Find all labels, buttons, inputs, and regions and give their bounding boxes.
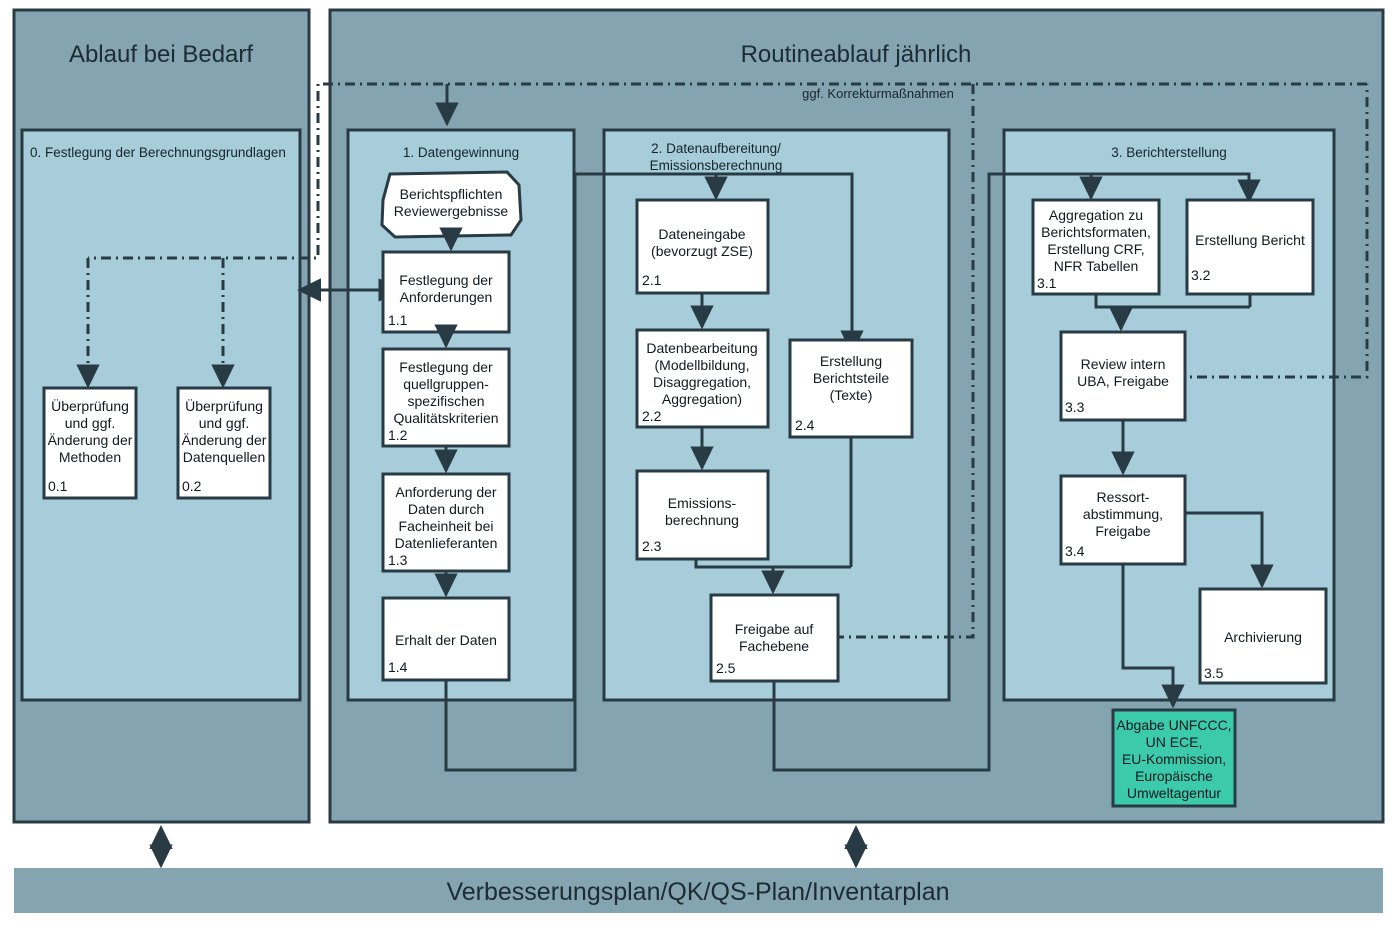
node-3-4 xyxy=(1059,474,1187,566)
node-2-1-id: 2.1 xyxy=(642,272,662,288)
node-1-2-line-0: Festlegung der xyxy=(399,359,493,375)
feedback-label: ggf. Korrekturmaßnahmen xyxy=(802,86,954,101)
group-title-2-line2: Emissionsberechnung xyxy=(650,158,783,173)
node-2-2-line-0: Datenbearbeitung xyxy=(646,340,757,356)
node-3-1-id: 3.1 xyxy=(1037,275,1057,291)
group-title-2-line1: 2. Datenaufbereitung/ xyxy=(651,141,781,156)
node-3-1 xyxy=(1031,198,1161,296)
node-3-3-id: 3.3 xyxy=(1065,399,1085,415)
group-title-3: 3. Berichterstellung xyxy=(1111,145,1227,160)
node-2-4-id: 2.4 xyxy=(795,417,815,433)
node-output xyxy=(1111,708,1237,808)
node-0-2-line-0: Überprüfung xyxy=(185,397,263,414)
node-0-2-line-2: Änderung der xyxy=(182,432,267,448)
group-title-1: 1. Datengewinnung xyxy=(403,145,519,160)
node-2-1-line-1: (bevorzugt ZSE) xyxy=(651,243,753,259)
node-0-2 xyxy=(176,386,272,500)
node-3-3 xyxy=(1059,330,1187,422)
node-1-3-line-1: Daten durch xyxy=(408,501,484,517)
node-output-line-1: UN ECE, xyxy=(1146,734,1203,750)
node-output-line-0: Abgabe UNFCCC, xyxy=(1116,717,1231,733)
group-title-0: 0. Festlegung der Berechnungsgrundlagen xyxy=(30,145,286,160)
node-1-3-line-3: Datenlieferanten xyxy=(395,535,498,551)
node-3-2-id: 3.2 xyxy=(1191,267,1211,283)
node-3-4-line-0: Ressort- xyxy=(1097,489,1150,505)
node-0-1-line-1: und ggf. xyxy=(65,415,116,431)
node-2-2-line-2: Disaggregation, xyxy=(653,374,751,390)
node-1-3-id: 1.3 xyxy=(388,552,408,568)
node-3-1-line-3: NFR Tabellen xyxy=(1054,258,1139,274)
node-2-3 xyxy=(635,469,770,561)
node-0-2-id: 0.2 xyxy=(182,478,202,494)
node-2-4 xyxy=(788,338,914,439)
node-output-line-3: Europäische xyxy=(1135,768,1213,784)
node-2-4-line-0: Erstellung xyxy=(820,353,882,369)
node-2-3-line-0: Emissions- xyxy=(668,495,737,511)
node-2-3-id: 2.3 xyxy=(642,538,662,554)
node-3-4-line-1: abstimmung, xyxy=(1083,506,1163,522)
node-3-2 xyxy=(1185,198,1315,296)
node-2-5-line-0: Freigabe auf xyxy=(735,621,814,637)
node-start-line-1: Reviewergebnisse xyxy=(394,203,509,219)
node-3-1-line-1: Berichtsformaten, xyxy=(1041,224,1151,240)
node-1-4-id: 1.4 xyxy=(388,659,408,675)
node-2-4-line-1: Berichtsteile xyxy=(813,370,889,386)
node-3-4-line-2: Freigabe xyxy=(1095,523,1150,539)
node-1-3-line-0: Anforderung der xyxy=(395,484,497,500)
panel-title-right: Routineablauf jährlich xyxy=(741,41,972,68)
node-start-shape xyxy=(380,170,523,239)
node-3-1-line-0: Aggregation zu xyxy=(1049,207,1143,223)
node-output-line-2: EU-Kommission, xyxy=(1122,751,1226,767)
edge-3-4-to-3-5 xyxy=(1185,511,1274,589)
node-output-line-4: Umweltagentur xyxy=(1127,785,1221,801)
node-2-4-line-2: (Texte) xyxy=(830,387,873,403)
node-1-1-line-1: Anforderungen xyxy=(400,289,493,305)
node-1-3-line-2: Facheinheit bei xyxy=(399,518,494,534)
node-2-5-line-1: Fachebene xyxy=(739,638,809,654)
node-1-1-line-0: Festlegung der xyxy=(399,272,493,288)
node-2-2-line-3: Aggregation) xyxy=(662,391,742,407)
node-1-4-line-0: Erhalt der Daten xyxy=(395,632,497,648)
node-0-2-line-1: und ggf. xyxy=(199,415,250,431)
panel-title-left: Ablauf bei Bedarf xyxy=(69,41,253,68)
node-1-1-id: 1.1 xyxy=(388,312,408,328)
node-3-4-id: 3.4 xyxy=(1065,543,1085,559)
node-2-2 xyxy=(635,328,770,429)
node-3-5 xyxy=(1198,587,1328,685)
node-0-2-line-3: Datenquellen xyxy=(183,449,266,465)
node-3-1-line-2: Erstellung CRF, xyxy=(1047,241,1144,257)
node-3-2-line-0: Erstellung Bericht xyxy=(1195,232,1305,248)
node-0-1-line-2: Änderung der xyxy=(48,432,133,448)
node-3-5-id: 3.5 xyxy=(1204,665,1224,681)
node-2-1-line-0: Dateneingabe xyxy=(658,226,745,242)
edge-3-4-to-output xyxy=(1121,564,1185,709)
node-0-1-line-3: Methoden xyxy=(59,449,121,465)
footer-bar xyxy=(14,868,1383,913)
feedback-from-3-3 xyxy=(1131,84,1369,379)
node-start-line-0: Berichtspflichten xyxy=(400,186,503,202)
edge-group2-to-2-4-rail xyxy=(575,172,854,342)
node-0-1-id: 0.1 xyxy=(48,478,68,494)
footer-label: Verbesserungsplan/QK/QS-Plan/Inventarpla… xyxy=(446,878,949,906)
node-3-5-line-0: Archivierung xyxy=(1224,629,1302,645)
node-2-2-id: 2.2 xyxy=(642,408,662,424)
edge-3-1-to-merge xyxy=(1094,294,1250,309)
feedback-from-2-5 xyxy=(838,84,975,639)
node-1-2-id: 1.2 xyxy=(388,427,408,443)
edge-2-3-to-merge xyxy=(694,559,851,569)
node-0-1-line-0: Überprüfung xyxy=(51,397,129,414)
node-2-2-line-1: (Modellbildung, xyxy=(655,357,750,373)
node-1-4 xyxy=(381,596,511,682)
node-1-2-line-2: spezifischen xyxy=(407,393,484,409)
node-0-1 xyxy=(42,386,138,500)
node-2-3-line-1: berechnung xyxy=(665,512,739,528)
node-1-2-line-3: Qualitätskriterien xyxy=(393,410,498,426)
node-3-3-line-0: Review intern xyxy=(1081,356,1166,372)
node-3-3-line-1: UBA, Freigabe xyxy=(1077,373,1169,389)
node-1-2-line-1: quellgruppen- xyxy=(403,376,489,392)
node-2-5-id: 2.5 xyxy=(716,660,736,676)
